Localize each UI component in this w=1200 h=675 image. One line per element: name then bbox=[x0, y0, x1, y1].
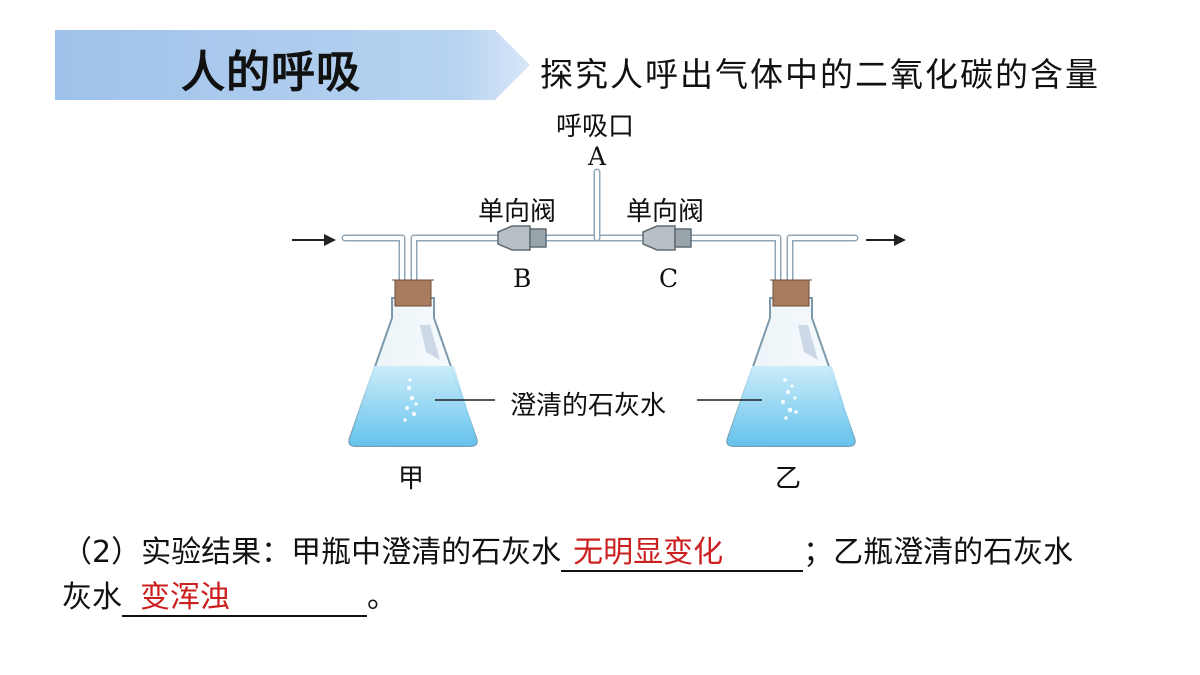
inlet-arrow bbox=[292, 234, 336, 246]
answer-blank-2: 变浑浊 bbox=[122, 581, 367, 617]
page-subtitle: 探究人呼出气体中的二氧化碳的含量 bbox=[540, 55, 1100, 94]
result-suffix: 。 bbox=[367, 580, 397, 615]
valve-right-label: 单向阀 bbox=[626, 197, 705, 227]
valve-b bbox=[497, 225, 547, 251]
banner-arrow-shape bbox=[55, 30, 530, 100]
point-a-label: A bbox=[588, 142, 607, 171]
solution-label: 澄清的石灰水 bbox=[510, 391, 667, 421]
point-c-label: C bbox=[659, 264, 679, 293]
flask-left bbox=[348, 279, 478, 447]
page-title: 人的呼吸 bbox=[181, 47, 361, 98]
result-middle: ；乙瓶澄清的石灰水 bbox=[803, 535, 1074, 570]
valve-c bbox=[642, 225, 692, 251]
result-text: （2）实验结果：甲瓶中澄清的石灰水无明显变化；乙瓶澄清的石灰水 灰水变浑浊。 bbox=[62, 535, 1074, 617]
result-prefix: （2）实验结果：甲瓶中澄清的石灰水 bbox=[62, 535, 562, 570]
flask-right-label: 乙 bbox=[775, 464, 802, 494]
flask-right bbox=[726, 279, 856, 447]
flask-left-label: 甲 bbox=[398, 464, 425, 494]
outlet-arrow bbox=[866, 234, 906, 246]
answer-2: 变浑浊 bbox=[140, 580, 230, 615]
mouthpiece-label: 呼吸口 bbox=[556, 112, 635, 142]
valve-left-label: 单向阀 bbox=[478, 197, 557, 227]
header-banner: 人的呼吸 bbox=[55, 30, 530, 100]
answer-1: 无明显变化 bbox=[573, 535, 724, 570]
point-b-label: B bbox=[513, 264, 532, 293]
answer-blank-1: 无明显变化 bbox=[561, 535, 804, 572]
